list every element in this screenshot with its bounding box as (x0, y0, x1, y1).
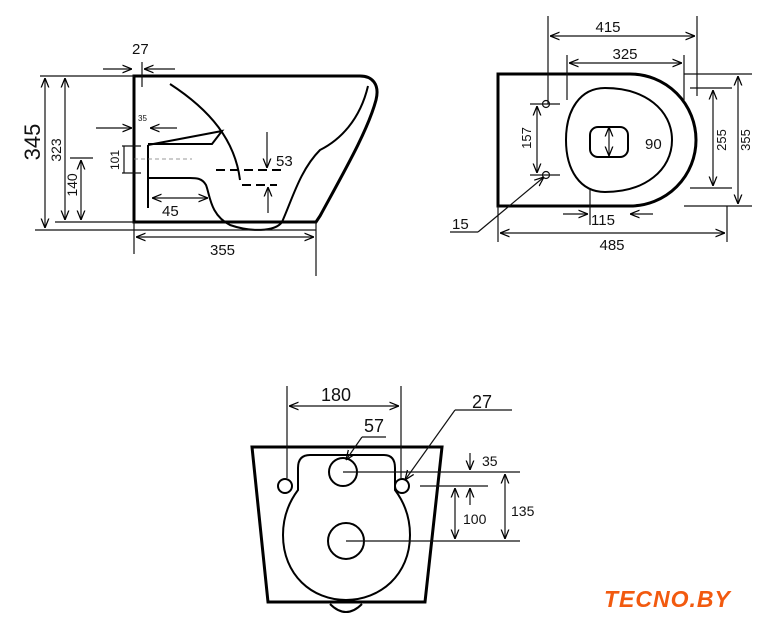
dim-27-rear: 27 (472, 392, 492, 412)
dim-355-top: 355 (738, 129, 753, 151)
seat-rear-outline (281, 454, 412, 602)
dim-485: 485 (599, 237, 624, 254)
dim-57: 57 (364, 416, 384, 436)
inlet-pipe (147, 129, 225, 208)
dim-345: 345 (20, 124, 45, 161)
mount-hole-left (277, 478, 293, 494)
dim-355: 355 (210, 242, 235, 259)
rim-curve (169, 83, 241, 181)
dim-35: 35 (138, 114, 147, 123)
side-view: 27 345 323 140 101 35 45 53 355 (20, 41, 379, 276)
dim-415: 415 (595, 19, 620, 36)
dim-180: 180 (321, 385, 351, 405)
dim-27: 27 (132, 41, 149, 58)
bowl-top-outline (496, 72, 698, 208)
bottom-bump (329, 603, 363, 613)
dim-255: 255 (714, 129, 729, 151)
dim-100: 100 (463, 511, 487, 527)
dim-115: 115 (591, 212, 615, 229)
trap-curve (148, 85, 369, 231)
dim-101: 101 (108, 150, 122, 170)
dim-325: 325 (612, 46, 637, 63)
rear-view: 180 27 57 35 100 135 (250, 385, 535, 613)
dim-35-rear: 35 (482, 453, 498, 469)
dim-45: 45 (162, 203, 179, 220)
dim-15: 15 (452, 216, 469, 233)
dim-140: 140 (64, 173, 80, 197)
brand-logo: TECNO.BY (604, 586, 731, 612)
dim-53: 53 (276, 153, 293, 170)
dim-157: 157 (519, 127, 534, 149)
bowl-side-outline (132, 74, 379, 224)
top-view: 415 325 157 90 255 355 15 115 485 (450, 16, 753, 254)
dim-90: 90 (645, 136, 662, 153)
dim-135: 135 (511, 503, 535, 519)
rear-outline (250, 445, 444, 604)
seat-outline (564, 86, 674, 194)
mount-hole-right (394, 478, 410, 494)
dim-323: 323 (48, 138, 64, 162)
